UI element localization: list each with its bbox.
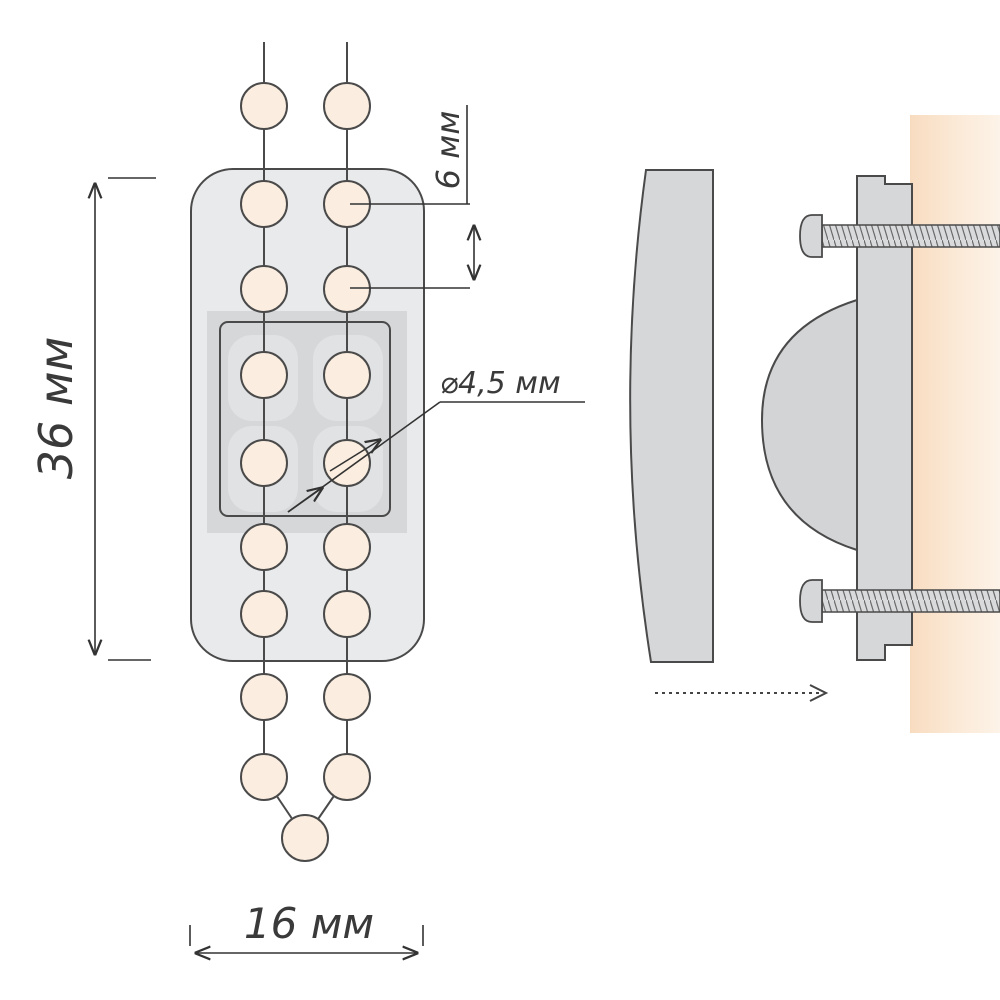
screw-bottom	[799, 579, 1000, 623]
chain-bead	[281, 814, 329, 862]
bracket-base	[856, 175, 913, 661]
bracket-dome	[760, 298, 858, 552]
chain-bead	[323, 265, 371, 313]
chain-bead	[240, 439, 288, 487]
bracket-window-frame	[219, 321, 391, 517]
front-view: 36 мм 16 мм 6 мм ⌀4,5 мм	[29, 42, 585, 953]
chain-bead	[323, 351, 371, 399]
chain-bead	[323, 673, 371, 721]
chain-bead	[323, 82, 371, 130]
chain-bead	[323, 753, 371, 801]
chain-bead	[240, 523, 288, 571]
chain-bead	[240, 753, 288, 801]
diameter-dimension	[287, 401, 585, 513]
chain-bead	[323, 523, 371, 571]
width-dimension	[189, 925, 424, 953]
chain-beads	[240, 82, 371, 862]
height-label: 36 мм	[29, 337, 83, 480]
chain-bead	[323, 439, 371, 487]
diameter-label: ⌀4,5 мм	[440, 366, 561, 401]
screw-top	[799, 214, 1000, 258]
height-dimension	[95, 177, 156, 661]
chain-bead	[240, 673, 288, 721]
pitch-label: 6 мм	[429, 111, 467, 190]
chain-bead	[240, 265, 288, 313]
chain-bead	[240, 180, 288, 228]
chain-bead	[240, 82, 288, 130]
wall	[910, 115, 1000, 733]
chain-bead	[240, 590, 288, 638]
side-view	[629, 115, 1000, 733]
assembly-direction-arrow	[655, 684, 829, 702]
pitch-dimension	[350, 105, 474, 289]
bracket-cover	[629, 169, 714, 663]
chain-bead	[240, 351, 288, 399]
chain-bead	[323, 590, 371, 638]
width-label: 16 мм	[244, 899, 374, 948]
